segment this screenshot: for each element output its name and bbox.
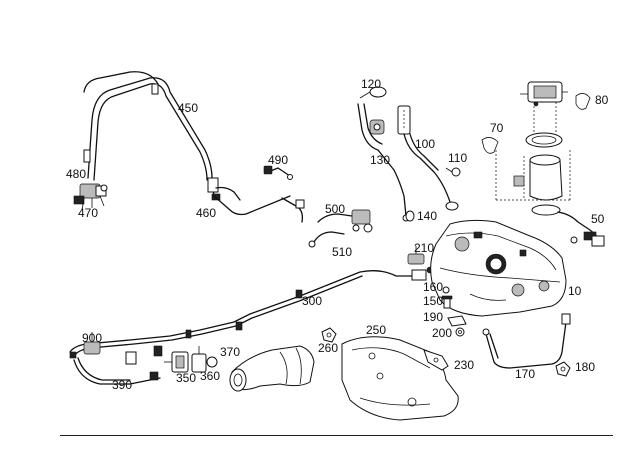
part-170-strap[interactable] xyxy=(482,313,571,369)
line-clip xyxy=(151,83,159,95)
callout-480: 480 xyxy=(66,167,87,181)
callout-500: 500 xyxy=(325,202,346,216)
callout-170: 170 xyxy=(515,367,536,381)
callout-10: 10 xyxy=(568,284,582,298)
part-460-fitting[interactable] xyxy=(207,177,291,216)
callout-120: 120 xyxy=(361,77,382,91)
part-120-cap[interactable] xyxy=(359,86,387,99)
callout-140: 140 xyxy=(417,209,438,223)
part-180-nut[interactable] xyxy=(555,361,571,377)
part-350-valve[interactable] xyxy=(164,351,189,373)
callout-150: 150 xyxy=(423,294,444,308)
part-150-bolt[interactable] xyxy=(441,295,453,309)
callout-180: 180 xyxy=(575,360,596,374)
part-230-bracket[interactable] xyxy=(423,349,449,371)
callout-260: 260 xyxy=(318,341,339,355)
callout-300: 300 xyxy=(302,294,323,308)
part-190-clip[interactable] xyxy=(447,315,467,327)
part-250-shield[interactable] xyxy=(341,336,459,421)
part-370-filler-neck[interactable] xyxy=(229,345,315,392)
part-510-tube[interactable] xyxy=(308,231,345,248)
part-500-hose[interactable] xyxy=(281,197,373,233)
part-900-connector[interactable] xyxy=(69,332,101,359)
part-200-washer[interactable] xyxy=(455,327,465,337)
part-390-line[interactable] xyxy=(73,345,163,385)
part-490-connector[interactable] xyxy=(263,165,293,180)
callout-370: 370 xyxy=(220,345,241,359)
callout-210: 210 xyxy=(414,241,435,255)
callout-450: 450 xyxy=(178,101,199,115)
callout-130: 130 xyxy=(370,153,391,167)
part-210-sensor[interactable] xyxy=(407,246,425,265)
bottom-divider xyxy=(60,435,613,436)
part-110-clamp[interactable] xyxy=(445,167,461,177)
callout-360: 360 xyxy=(200,369,221,383)
callout-190: 190 xyxy=(423,310,444,324)
part-140-seal[interactable] xyxy=(405,210,415,222)
callout-160: 160 xyxy=(423,280,444,294)
part-10-fuel-tank[interactable] xyxy=(430,219,567,317)
callout-350: 350 xyxy=(176,371,197,385)
part-450-fuel-line[interactable] xyxy=(83,71,215,197)
callout-470: 470 xyxy=(78,206,99,220)
part-260-nut[interactable] xyxy=(321,327,337,343)
part-100-valve-hose[interactable] xyxy=(397,105,459,211)
callout-250: 250 xyxy=(366,323,387,337)
part-50-harness[interactable] xyxy=(557,211,605,247)
callout-70: 70 xyxy=(490,121,504,135)
callout-110: 110 xyxy=(448,151,468,165)
callout-510: 510 xyxy=(332,245,353,259)
callout-80: 80 xyxy=(595,93,609,107)
part-470-480-connector[interactable] xyxy=(73,183,108,211)
part-70-pump-body[interactable] xyxy=(481,132,571,216)
callout-200: 200 xyxy=(432,326,453,340)
callout-900: 900 xyxy=(82,331,103,345)
line-clip xyxy=(83,149,91,163)
callout-490: 490 xyxy=(268,153,289,167)
callout-390: 390 xyxy=(112,378,133,392)
part-80-pump-module[interactable] xyxy=(520,81,591,146)
part-160-ring[interactable] xyxy=(442,286,450,294)
part-360-valve[interactable] xyxy=(191,346,218,373)
callout-50: 50 xyxy=(591,212,605,226)
callout-230: 230 xyxy=(454,358,475,372)
callout-100: 100 xyxy=(415,137,436,151)
callout-460: 460 xyxy=(196,206,217,220)
